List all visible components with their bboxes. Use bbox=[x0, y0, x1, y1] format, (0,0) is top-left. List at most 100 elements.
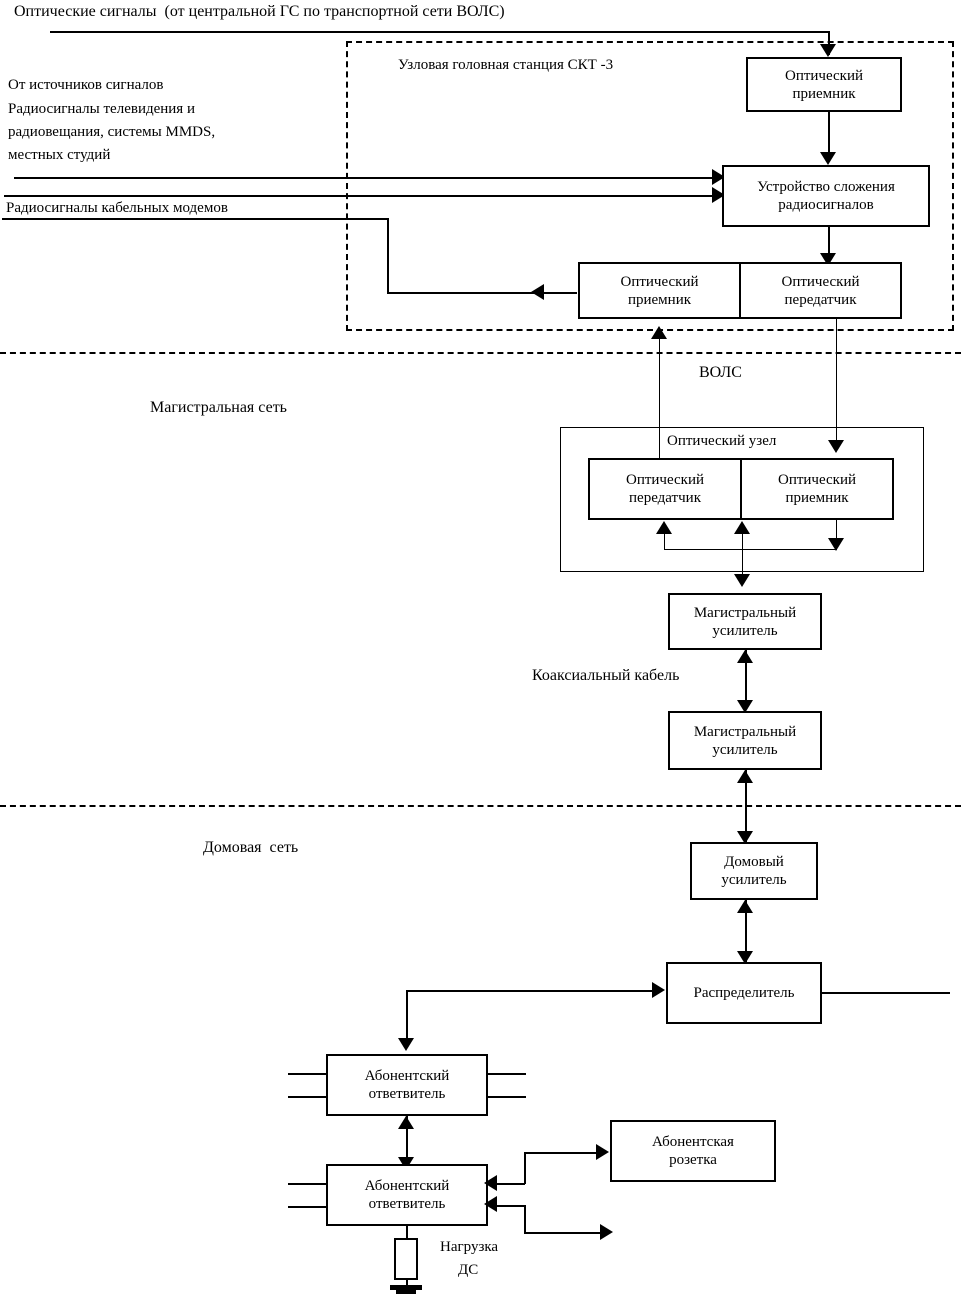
source-label-line4: местных студий bbox=[8, 147, 111, 163]
node-receiver-out-arrow bbox=[828, 538, 844, 551]
block-combiner-label: Устройство сложения радиосигналов bbox=[757, 179, 895, 213]
rf-source-line-2 bbox=[4, 195, 718, 197]
house-network-label: Домовая сеть bbox=[203, 839, 299, 856]
node-to-trunk-amp-arrow-up bbox=[734, 521, 750, 534]
diagram-title: Оптические сигналы (от центральной ГС по… bbox=[14, 3, 505, 20]
block-distributor-label: Распределитель bbox=[693, 985, 795, 1001]
tap2-outlet-branch-h1 bbox=[497, 1183, 525, 1185]
distributor-to-tap-riser bbox=[406, 990, 408, 1046]
source-label-line1: От источников сигналов bbox=[8, 77, 164, 93]
distributor-input-left bbox=[406, 990, 660, 992]
block-node-optical-pair: Оптический передатчик Оптический приемни… bbox=[588, 458, 894, 520]
tap2-inbound-arrow-2 bbox=[484, 1196, 497, 1212]
node-to-trunk-amp-line bbox=[742, 525, 743, 583]
load-ground-lead bbox=[406, 1280, 408, 1286]
fiber-downstream-arrow bbox=[828, 440, 844, 453]
block-optical-receiver-headend: Оптический приемник bbox=[620, 273, 699, 308]
headend-label: Узловая головная станция СКТ -3 bbox=[398, 57, 614, 73]
combiner-to-transmitter-line bbox=[828, 227, 830, 261]
cable-modem-label: Радиосигналы кабельных модемов bbox=[6, 200, 228, 216]
block-subscriber-tap-1: Абонентский ответвитель bbox=[326, 1054, 488, 1116]
trunk-to-house-arrow-up bbox=[737, 770, 753, 783]
trunk-network-label: Магистральная сеть bbox=[150, 399, 287, 416]
block-subscriber-outlet: Абонентская розетка bbox=[610, 1120, 776, 1182]
distributor-input-arrow bbox=[652, 982, 665, 998]
load-label-line2: ДС bbox=[458, 1262, 479, 1278]
block-trunk-amplifier-2-label: Магистральный усилитель bbox=[693, 723, 797, 758]
block-optical-receiver-top: Оптический приемник bbox=[746, 57, 902, 112]
cable-modem-return-line bbox=[387, 292, 577, 294]
tap2-second-branch-v bbox=[524, 1205, 526, 1233]
block-house-amplifier-label: Домовый усилитель bbox=[721, 854, 787, 888]
source-label-line3: радиовещания, системы MMDS, bbox=[8, 124, 216, 140]
optical-input-line bbox=[50, 31, 829, 33]
trunk-to-house-arrow-down bbox=[737, 831, 753, 844]
tap2-stub-left-1 bbox=[288, 1183, 328, 1185]
node-transmitter-in-arrow bbox=[656, 521, 672, 534]
receiver-to-combiner-arrow bbox=[820, 152, 836, 165]
tap1-to-tap2-arrow-up bbox=[398, 1116, 414, 1129]
optical-node-label: Оптический узел bbox=[664, 432, 780, 451]
house-to-distributor-arrow-down bbox=[737, 951, 753, 964]
coax-trunk-arrow-down bbox=[737, 700, 753, 713]
load-ground-bar-2 bbox=[396, 1290, 416, 1294]
node-to-trunk-amp-arrow-down bbox=[734, 574, 750, 587]
block-subscriber-tap-2-label: Абонентский ответвитель bbox=[364, 1178, 450, 1212]
house-to-distributor-arrow-up bbox=[737, 900, 753, 913]
tap1-stub-right-2 bbox=[486, 1096, 526, 1098]
coax-between-trunk-amps bbox=[745, 650, 747, 709]
tap2-second-branch-arrow bbox=[600, 1224, 613, 1240]
block-optical-transmitter-node: Оптический передатчик bbox=[625, 472, 705, 506]
cable-modem-riser bbox=[387, 218, 389, 294]
section-divider-house bbox=[0, 805, 961, 807]
block-distributor: Распределитель bbox=[666, 962, 822, 1024]
coax-trunk-arrow-up bbox=[737, 650, 753, 663]
block-house-amplifier: Домовый усилитель bbox=[690, 842, 818, 900]
block-trunk-amplifier-1-label: Магистральный усилитель bbox=[693, 604, 797, 639]
block-subscriber-tap-2: Абонентский ответвитель bbox=[326, 1164, 488, 1226]
tap1-to-tap2-line bbox=[406, 1116, 408, 1168]
distributor-to-tap-arrow bbox=[398, 1038, 414, 1051]
tap2-outlet-arrow bbox=[596, 1144, 609, 1160]
coax-cable-label: Коаксиальный кабель bbox=[532, 667, 680, 684]
headend-dashed-boundary bbox=[346, 41, 954, 331]
tap2-stub-left-2 bbox=[288, 1206, 328, 1208]
block-headend-optical-pair: Оптический приемник Оптический передатчи… bbox=[578, 262, 902, 319]
optical-input-drop bbox=[828, 31, 830, 55]
tap1-stub-right-1 bbox=[486, 1073, 526, 1075]
fiber-upstream-arrow bbox=[651, 326, 667, 339]
load-label-line1: Нагрузка bbox=[440, 1239, 499, 1255]
rf-source-arrow-1 bbox=[712, 169, 725, 185]
rf-source-arrow-2 bbox=[712, 187, 725, 203]
cable-modem-return-arrow bbox=[531, 284, 544, 300]
rf-source-line-1 bbox=[14, 177, 718, 179]
tap1-stub-left-1 bbox=[288, 1073, 328, 1075]
tap2-outlet-branch-h2 bbox=[524, 1152, 602, 1154]
tap2-outlet-branch-v bbox=[524, 1152, 526, 1184]
optical-input-arrowhead bbox=[820, 44, 836, 57]
cable-modem-line bbox=[2, 218, 388, 220]
block-subscriber-outlet-label: Абонентская розетка bbox=[652, 1134, 734, 1168]
block-optical-receiver-top-label: Оптический приемник bbox=[784, 67, 864, 102]
block-optical-transmitter-headend: Оптический передатчик bbox=[739, 264, 900, 317]
node-receiver-out-line bbox=[836, 520, 837, 550]
tap2-inbound-arrow-1 bbox=[484, 1175, 497, 1191]
fiber-upstream-line bbox=[659, 330, 660, 460]
receiver-to-combiner-line bbox=[828, 112, 830, 156]
block-optical-receiver-node: Оптический приемник bbox=[740, 460, 892, 518]
load-ground-bar-1 bbox=[390, 1285, 422, 1290]
source-label-line2: Радиосигналы телевидения и bbox=[8, 101, 195, 117]
fiber-link-label: ВОЛС bbox=[699, 364, 742, 381]
node-internal-bus bbox=[664, 549, 837, 550]
tap1-stub-left-2 bbox=[288, 1096, 328, 1098]
block-trunk-amplifier-2: Магистральный усилитель bbox=[668, 711, 822, 770]
tap2-second-branch-h2 bbox=[524, 1232, 606, 1234]
load-resistor-symbol bbox=[394, 1238, 418, 1280]
block-subscriber-tap-1-label: Абонентский ответвитель bbox=[364, 1068, 450, 1102]
house-to-distributor-line bbox=[745, 900, 747, 963]
distributor-output-right bbox=[822, 992, 950, 994]
node-transmitter-in-line bbox=[664, 525, 665, 550]
block-trunk-amplifier-1: Магистральный усилитель bbox=[668, 593, 822, 650]
fiber-downstream-line bbox=[836, 319, 837, 451]
